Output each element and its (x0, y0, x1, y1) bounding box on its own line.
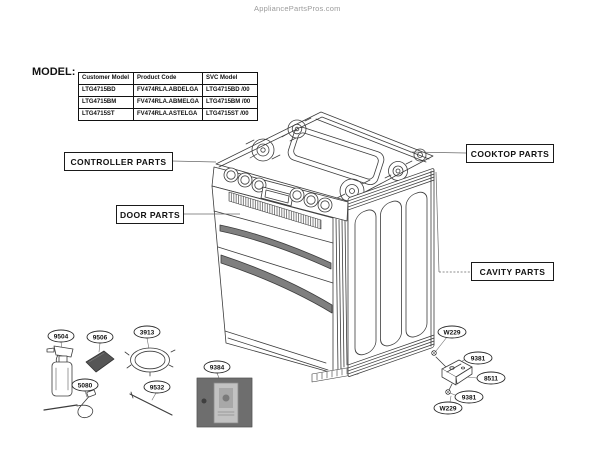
svg-text:W229: W229 (440, 405, 457, 412)
svg-text:9532: 9532 (150, 384, 165, 391)
col-customer-model: Customer Model (78, 72, 134, 85)
scrub-pad-part (85, 342, 115, 373)
panel-display (260, 186, 294, 207)
callout-w229-bottom[interactable]: W229 (433, 401, 463, 415)
bracket-assembly (431, 336, 478, 403)
control-panel (211, 166, 349, 222)
table-row: LTG4715BM FV474RLA.ABMELGA LTG4715BM /00 (78, 96, 259, 109)
model-label: MODEL: (32, 66, 76, 78)
probe-cord-part (43, 389, 96, 419)
cavity-leader-vertical (435, 171, 440, 273)
svg-text:9504: 9504 (54, 333, 69, 340)
site-watermark: AppliancePartsPros.com (254, 4, 341, 13)
svg-text:W229: W229 (444, 329, 461, 336)
cooktop-leader (409, 151, 467, 154)
controller-parts-label[interactable]: CONTROLLER PARTS (64, 152, 173, 171)
callout-5080[interactable]: 5080 (71, 378, 99, 392)
svg-text:3913: 3913 (140, 329, 155, 336)
table-row: LTG4715BD FV474RLA.ABDELGA LTG4715BD /00 (78, 84, 259, 97)
table-row: LTG4715ST FV474RLA.ASTELGA LTG4715ST /00 (78, 108, 259, 121)
table-header-row: Customer Model Product Code SVC Model (78, 72, 259, 85)
lower-door-handle (220, 254, 333, 314)
callout-3913[interactable]: 3913 (133, 325, 161, 339)
vent-grille (228, 191, 322, 230)
callout-9381-bottom[interactable]: 9381 (454, 390, 484, 404)
cavity-side-panel (347, 168, 435, 377)
callout-9506[interactable]: 9506 (86, 330, 114, 344)
rod-part (129, 391, 173, 416)
svg-text:5080: 5080 (78, 382, 93, 389)
callout-9381-top[interactable]: 9381 (463, 351, 493, 365)
controller-leader (171, 160, 217, 163)
grate-marks (245, 117, 413, 199)
svg-text:9381: 9381 (471, 355, 486, 362)
svg-text:9384: 9384 (210, 364, 225, 371)
parts-photo (196, 372, 253, 428)
griddle-plate (287, 126, 385, 186)
door-parts-label[interactable]: DOOR PARTS (116, 205, 184, 224)
svg-text:9506: 9506 (93, 334, 108, 341)
col-product-code: Product Code (132, 72, 204, 85)
upper-door-handle (219, 224, 332, 270)
callout-8511[interactable]: 8511 (476, 371, 506, 385)
range-illustration (211, 111, 435, 383)
model-table: Customer Model Product Code SVC Model LT… (78, 72, 259, 121)
callout-w229-top[interactable]: W229 (437, 325, 467, 339)
burner-ring-part (124, 337, 176, 377)
cooktop-surface (215, 111, 434, 204)
burners (251, 119, 427, 204)
svg-text:8511: 8511 (484, 375, 498, 382)
callout-9384[interactable]: 9384 (203, 360, 231, 374)
cavity-parts-label[interactable]: CAVITY PARTS (471, 262, 554, 281)
callout-9504[interactable]: 9504 (47, 329, 75, 343)
svg-text:9381: 9381 (462, 394, 477, 401)
col-svc-model: SVC Model (202, 72, 259, 85)
cooktop-parts-label[interactable]: COOKTOP PARTS (466, 144, 554, 163)
callouts: 9504 9506 3913 5080 9532 9384 W229 9381 (47, 325, 506, 415)
leader-lines (171, 151, 471, 273)
spray-bottle-part (46, 341, 74, 397)
callout-9532[interactable]: 9532 (143, 380, 171, 394)
